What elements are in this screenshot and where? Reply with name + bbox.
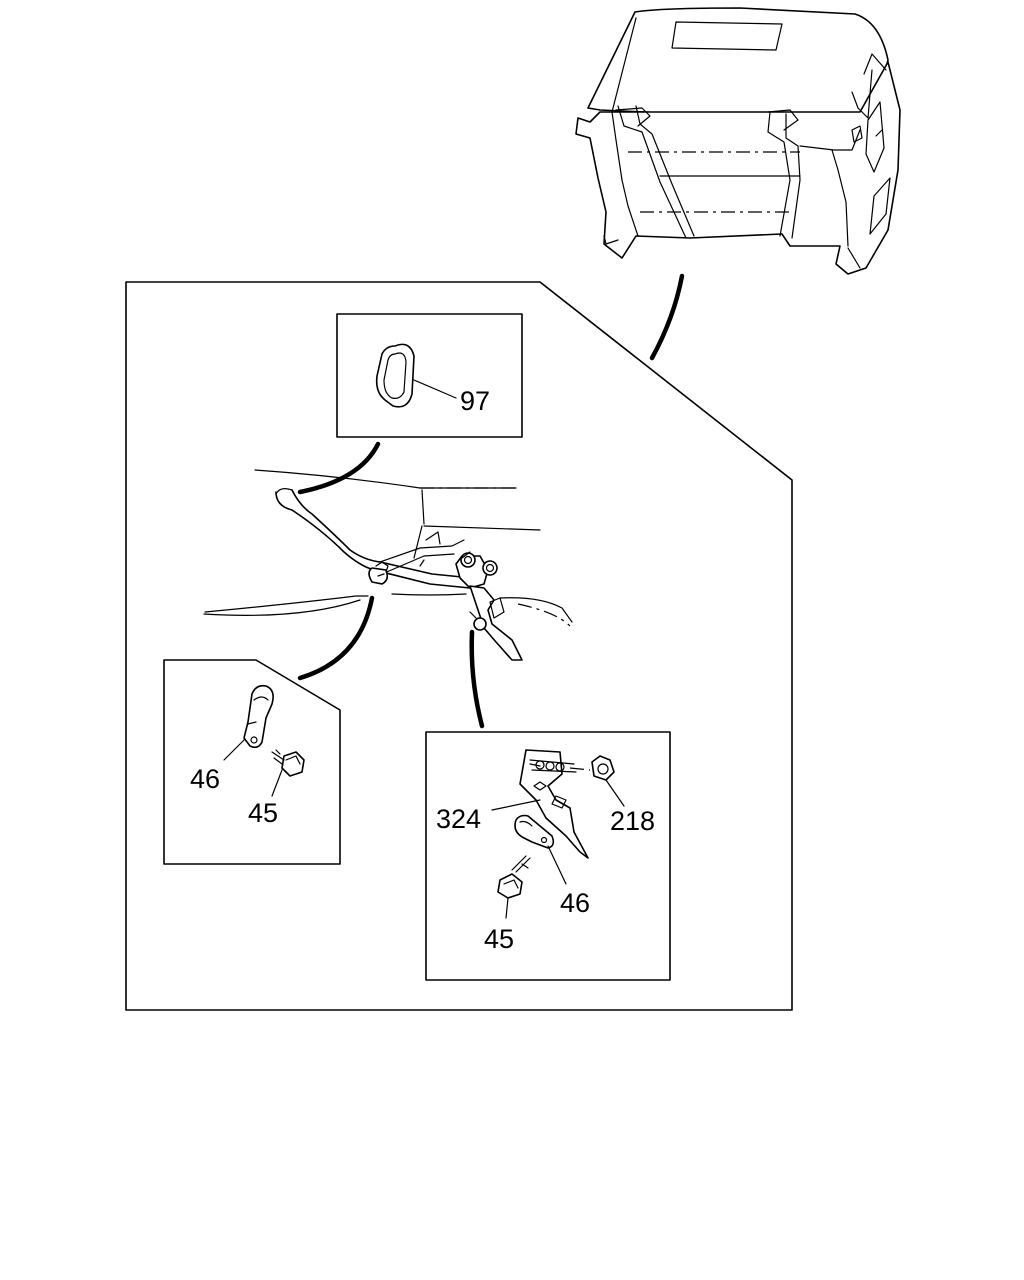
- callout-45-left: 45: [248, 798, 278, 828]
- leader-cab-to-detail: [649, 273, 685, 361]
- leader-to-bracket: [469, 629, 485, 729]
- callout-324: 324: [436, 804, 481, 834]
- detail-frame: [125, 281, 793, 1011]
- clip-part-right: [514, 814, 555, 849]
- leader-45-left: [271, 769, 283, 797]
- leader-45-right: [505, 897, 509, 919]
- grommet-inset: 97: [336, 313, 523, 438]
- nut-part: [591, 755, 615, 781]
- clip-part-left: [243, 684, 274, 749]
- leader-46-left: [223, 739, 245, 761]
- callout-46-left: 46: [190, 764, 220, 794]
- leader-to-left-clip: [297, 595, 375, 681]
- leader-grommet-to-floor: [297, 441, 381, 495]
- bracket-inset-right: 324 218 46 45: [425, 731, 671, 981]
- cab-overview-illustration: [575, 7, 901, 275]
- callout-46-right: 46: [560, 888, 590, 918]
- bolt-part-left: [271, 749, 305, 777]
- installation-view: [203, 469, 573, 661]
- grommet-part: [375, 343, 415, 408]
- callout-45-right: 45: [484, 924, 514, 954]
- leader-97: [413, 379, 457, 399]
- callout-97: 97: [460, 386, 490, 416]
- leader-324: [491, 799, 541, 811]
- bracket-part: [519, 749, 589, 859]
- clip-inset-left: 46 45: [163, 659, 341, 865]
- stud-part: [529, 759, 591, 773]
- bolt-part-right: [497, 855, 531, 899]
- callout-218: 218: [610, 806, 655, 836]
- leader-46-right: [547, 845, 567, 885]
- leader-218: [605, 779, 625, 807]
